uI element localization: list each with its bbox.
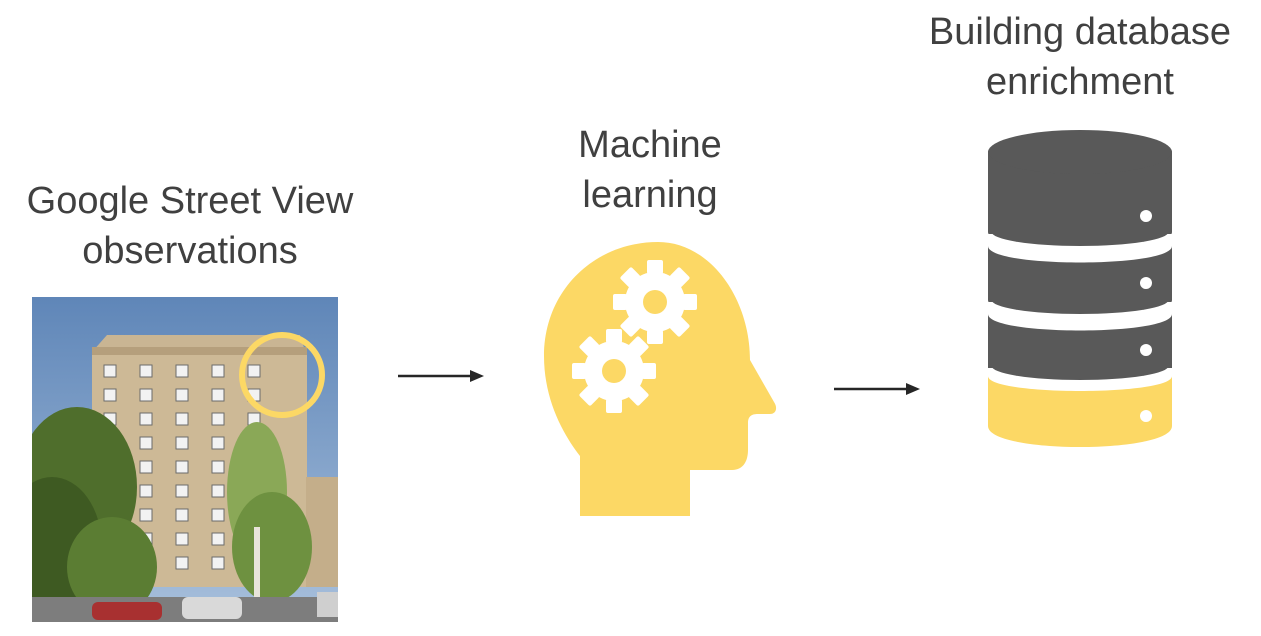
building-window	[139, 508, 153, 522]
building-window	[175, 460, 189, 474]
building-window	[103, 364, 117, 378]
building-window	[175, 436, 189, 450]
step-title-street-view: Google Street View observations	[0, 176, 380, 276]
street-view-photo	[32, 297, 338, 622]
building-window	[139, 484, 153, 498]
head-gears-icon	[544, 242, 777, 516]
building-window	[139, 412, 153, 426]
building-window	[211, 388, 225, 402]
step-title-line: learning	[582, 174, 718, 216]
step-title-database: Building database enrichment	[895, 7, 1261, 107]
building-window	[139, 436, 153, 450]
building-window	[175, 364, 189, 378]
building-window	[175, 412, 189, 426]
building-window	[211, 364, 225, 378]
step-title-line: Machine	[578, 124, 722, 166]
building-window	[211, 412, 225, 426]
building-window	[211, 484, 225, 498]
building-window	[211, 436, 225, 450]
step-title-line: enrichment	[986, 61, 1174, 103]
building-window	[175, 484, 189, 498]
step-title-line: observations	[82, 230, 298, 272]
building-window	[175, 556, 189, 570]
building-window	[175, 508, 189, 522]
building-window	[139, 364, 153, 378]
building-window	[175, 388, 189, 402]
step-title-machine-learning: Machine learning	[540, 120, 760, 220]
step-title-line: Building database	[928, 11, 1232, 53]
building-window	[211, 556, 225, 570]
step-title-line: Google Street View	[26, 180, 354, 222]
building-window	[211, 508, 225, 522]
building-window	[247, 364, 261, 378]
building-window	[139, 460, 153, 474]
building-window	[211, 532, 225, 546]
flow-arrow-icon	[834, 383, 920, 395]
building-window	[103, 388, 117, 402]
building-window	[211, 460, 225, 474]
flow-arrow-icon	[398, 370, 484, 382]
database-icon	[984, 130, 1177, 447]
building-window	[175, 532, 189, 546]
building-window	[139, 388, 153, 402]
